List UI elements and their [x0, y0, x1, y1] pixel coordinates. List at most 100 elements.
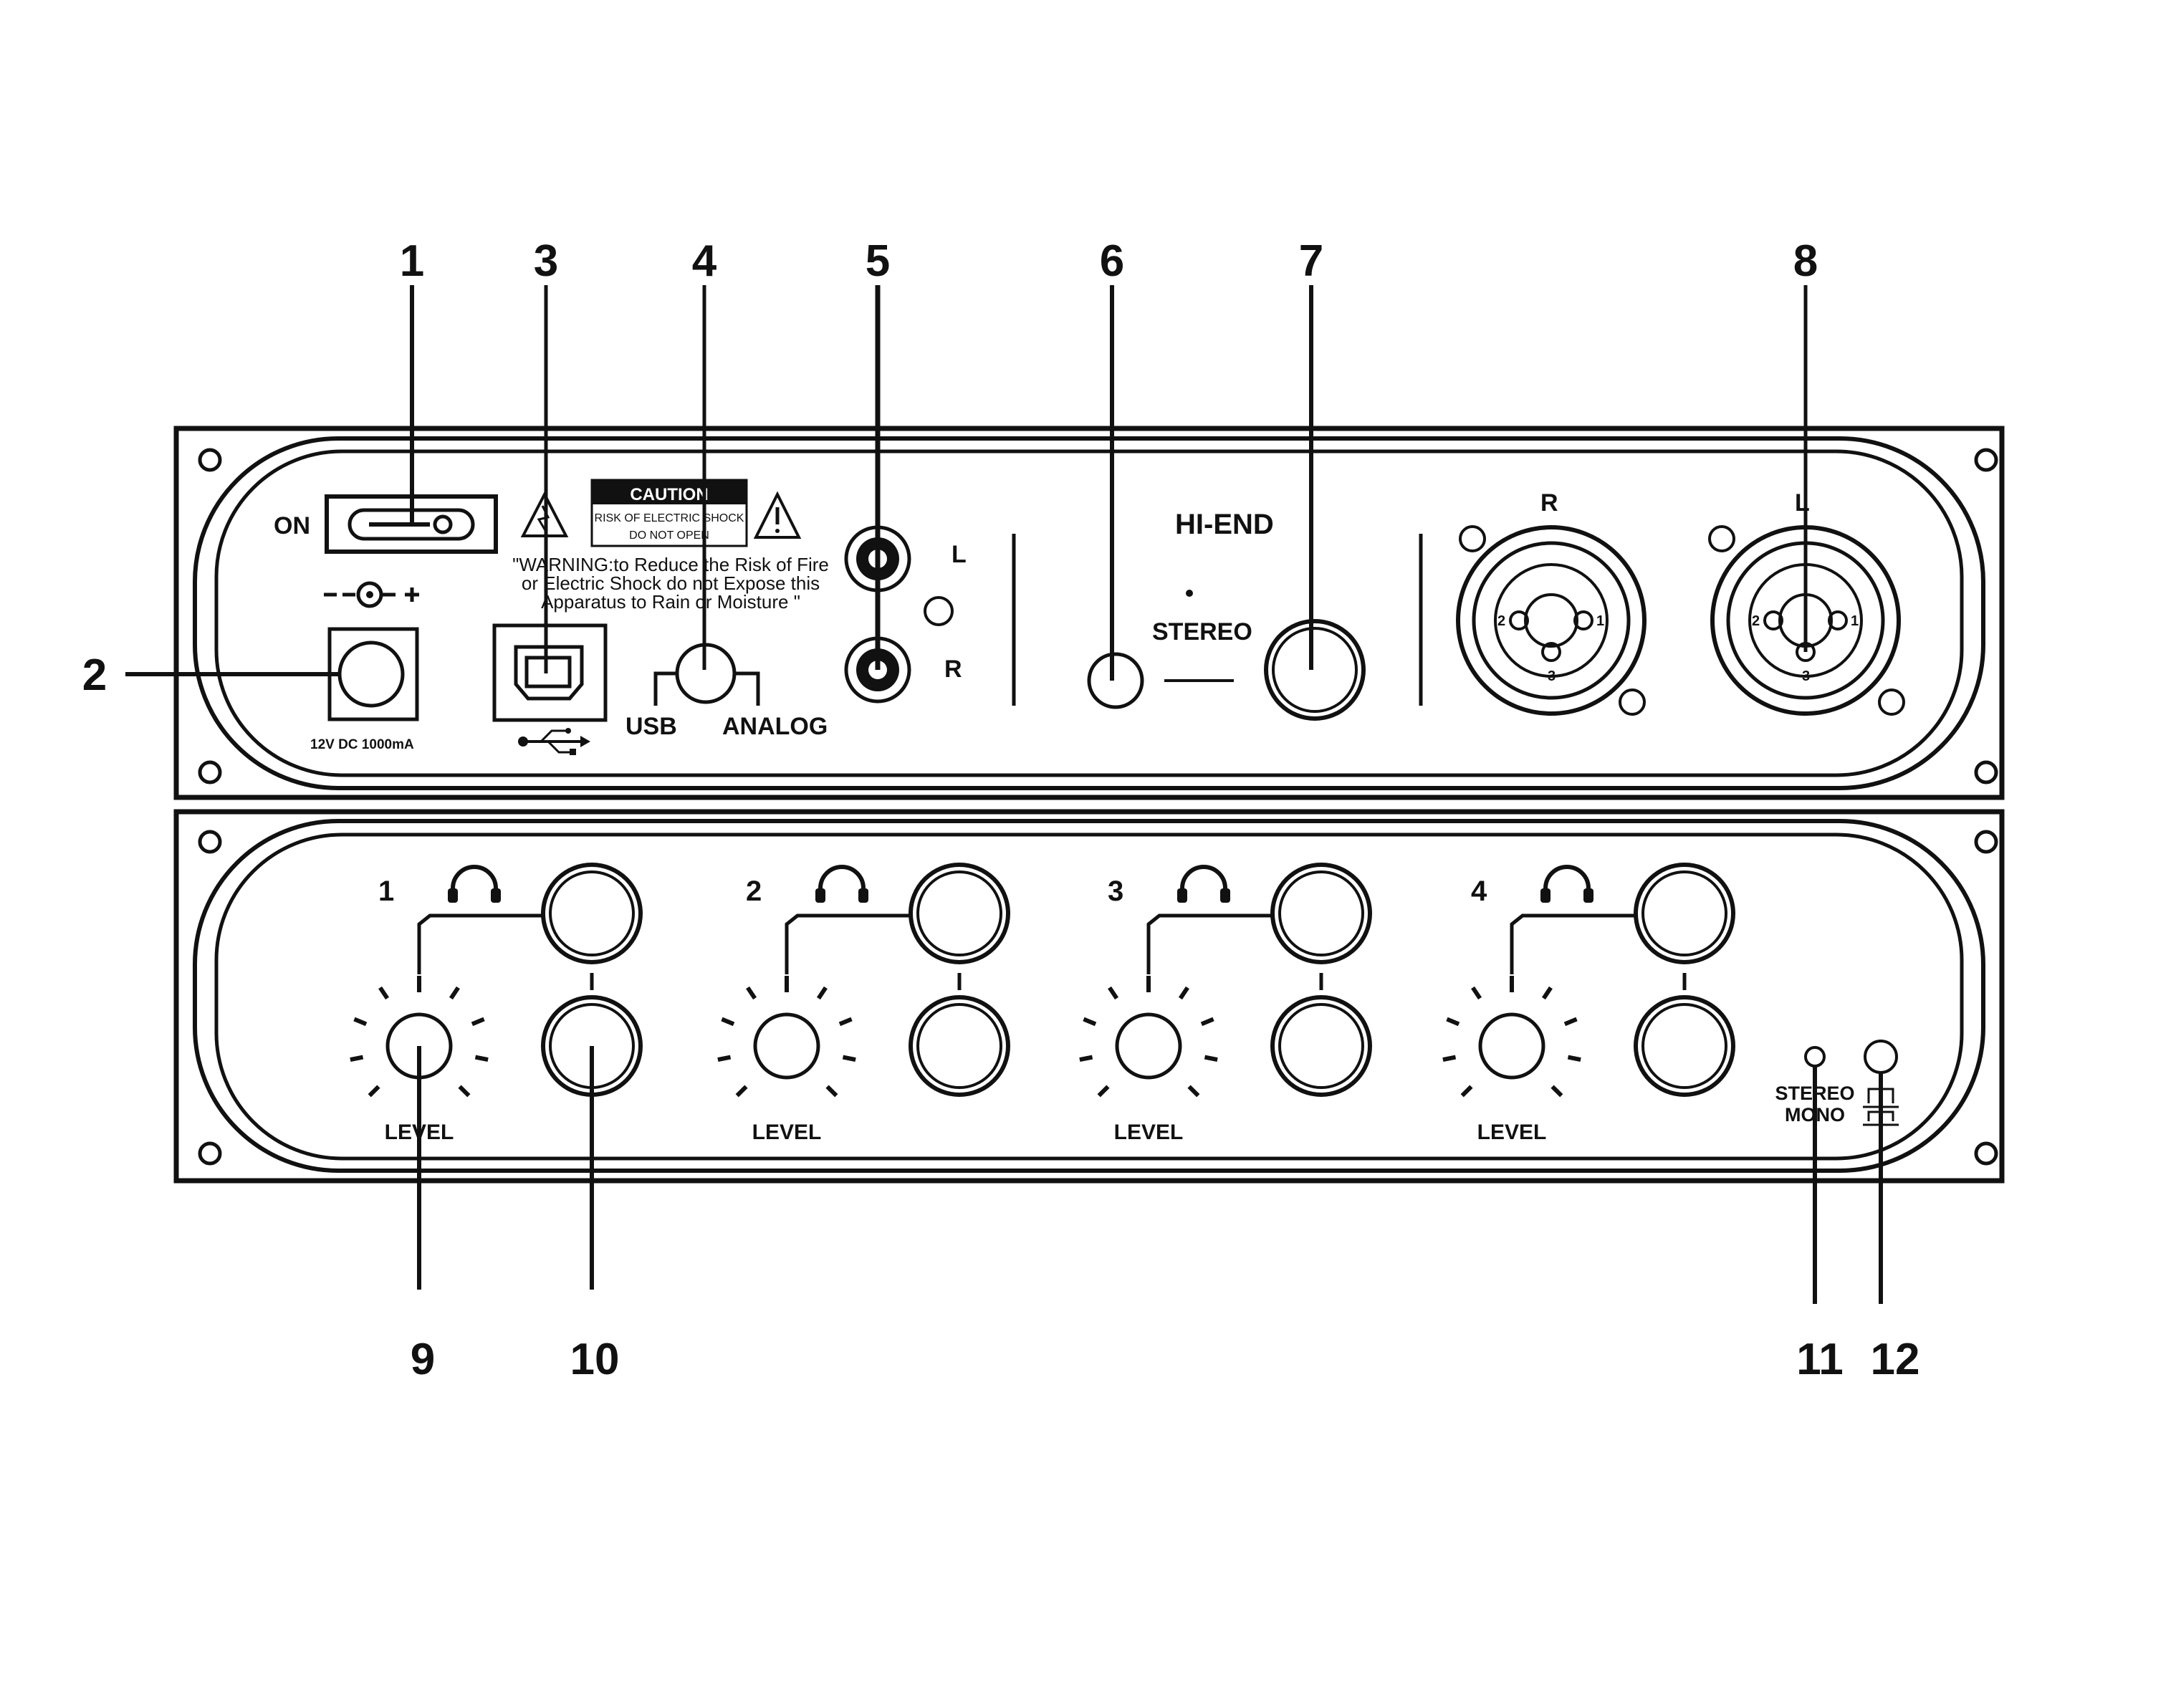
headphone-output-jack[interactable]: [909, 995, 1010, 1097]
stereo-indicator-dot: [1186, 590, 1193, 597]
callout-number-12: 12: [1871, 1335, 1920, 1384]
headphone-output-jack[interactable]: [1270, 995, 1372, 1097]
headphone-icon: [1177, 865, 1230, 903]
level-label: LEVEL: [1477, 1121, 1547, 1144]
rear-panel-inner-rounded-border: [214, 449, 1964, 777]
headphone-output-jack[interactable]: [1634, 995, 1735, 1097]
rear-panel-outer-rounded-border: [193, 436, 1985, 790]
channel-link-line: [785, 913, 909, 974]
callout-number-7: 7: [1299, 236, 1323, 286]
warning-text-line-2: or Electric Shock do not Expose this: [522, 572, 820, 594]
usb-icon: [518, 728, 590, 755]
headphone-output-jack[interactable]: [909, 863, 1010, 964]
mounting-hole-icon: [1708, 525, 1735, 552]
xlr-pin-1-label: 1: [1596, 613, 1604, 629]
dc-polarity-icon: [324, 581, 419, 608]
stereo-mono-switch[interactable]: [1804, 1046, 1826, 1068]
brand-label: HI-END: [1175, 509, 1274, 540]
channel-number-label: 3: [1108, 875, 1123, 907]
callout-number-5: 5: [866, 236, 890, 286]
rack-screw-icon: [1974, 1141, 1998, 1166]
xlr-combo-jack-right[interactable]: [1456, 525, 1647, 716]
selector-analog-label: ANALOG: [722, 713, 828, 740]
quarter-inch-output-jack[interactable]: [1264, 619, 1366, 721]
headphone-output-jack[interactable]: [1270, 863, 1372, 964]
callout-number-4: 4: [692, 236, 717, 286]
callout-number-11: 11: [1796, 1335, 1844, 1384]
rca-right-label: R: [944, 656, 962, 683]
level-scale-ticks: [1079, 976, 1218, 1098]
level-knob[interactable]: [1478, 1012, 1545, 1080]
level-knob[interactable]: [1115, 1012, 1182, 1080]
rca-left-label: L: [952, 541, 967, 568]
mounting-hole-icon: [1619, 689, 1646, 716]
xlr-pin-3-label: 3: [1548, 668, 1556, 684]
selector-usb-label: USB: [626, 713, 677, 740]
callout-number-1: 1: [400, 236, 424, 286]
xlr-pin-1-label: 1: [1851, 613, 1859, 629]
headphone-output-jack[interactable]: [1634, 863, 1735, 964]
callout-number-10: 10: [570, 1335, 620, 1384]
rear-panel-rack-frame: [173, 426, 2005, 800]
level-knob[interactable]: [753, 1012, 820, 1080]
rack-screw-icon: [1974, 760, 1998, 785]
rack-screw-icon: [198, 1141, 222, 1166]
level-label: LEVEL: [752, 1121, 822, 1144]
headphone-icon: [448, 865, 501, 903]
warning-text-line-3: Apparatus to Rain or Moisture ": [541, 591, 800, 613]
channel-strip-1: 1LEVEL: [350, 863, 643, 1144]
front-panel-rack-frame: [173, 809, 2005, 1184]
warning-text-line-1: "WARNING:to Reduce the Risk of Fire: [512, 554, 829, 575]
headphone-icon: [815, 865, 868, 903]
xlr-pin-2-label: 2: [1497, 613, 1505, 629]
channel-number-label: 2: [746, 875, 762, 907]
callout-leaders: [125, 285, 1883, 1304]
stereo-mini-jack[interactable]: [1087, 652, 1144, 709]
exclamation-triangle-icon: [753, 491, 802, 539]
level-scale-ticks: [1442, 976, 1581, 1098]
callout-number-2: 2: [82, 651, 107, 700]
dc-power-jack[interactable]: [327, 627, 419, 721]
callout-number-6: 6: [1100, 236, 1124, 286]
rack-screw-icon: [198, 830, 222, 854]
caution-title: CAUTION: [630, 485, 708, 504]
xlr-pin-3-label: 3: [1802, 668, 1810, 684]
xlr-pin-2-label: 2: [1752, 613, 1760, 629]
power-switch-label: ON: [274, 512, 310, 539]
selector-bracket-usb: [653, 671, 677, 706]
headphone-channels: 1LEVEL2LEVEL3LEVEL4LEVEL: [350, 863, 1735, 1144]
headphone-output-jack[interactable]: [541, 863, 643, 964]
level-label: LEVEL: [1114, 1121, 1184, 1144]
channel-link-line: [1146, 913, 1271, 974]
channel-link-line: [1510, 913, 1634, 974]
callout-number-8: 8: [1793, 236, 1818, 286]
selector-bracket-analog: [734, 671, 760, 706]
channel-number-label: 1: [378, 875, 394, 907]
mounting-hole-icon: [1459, 525, 1486, 552]
front-panel-outer-rounded-border: [193, 819, 1985, 1173]
front-panel: 1LEVEL2LEVEL3LEVEL4LEVEL STEREO MONO: [173, 809, 2005, 1184]
rack-screw-icon: [1974, 448, 1998, 472]
channel-number-label: 4: [1471, 875, 1487, 907]
level-scale-ticks: [717, 976, 856, 1098]
ground-terminal[interactable]: [924, 596, 954, 626]
callout-number-3: 3: [534, 236, 558, 286]
channel-link-line: [417, 913, 542, 974]
caution-line-1: RISK OF ELECTRIC SHOCK: [595, 512, 744, 524]
front-panel-inner-rounded-border: [214, 833, 1964, 1161]
callout-numbers: 1 2 3 4 5 6 7 8 9 10 11 12: [82, 236, 1920, 1384]
dc-spec-label: 12V DC 1000mA: [310, 737, 414, 752]
caution-title-background: [592, 480, 747, 504]
input-select-button[interactable]: [1864, 1040, 1898, 1074]
usb-b-port[interactable]: [492, 623, 608, 722]
rack-screw-icon: [198, 760, 222, 785]
xlr-left-label: L: [1795, 489, 1810, 517]
stereo-output-label: STEREO: [1152, 618, 1252, 646]
rack-screw-icon: [1974, 830, 1998, 854]
headphone-icon: [1540, 865, 1593, 903]
